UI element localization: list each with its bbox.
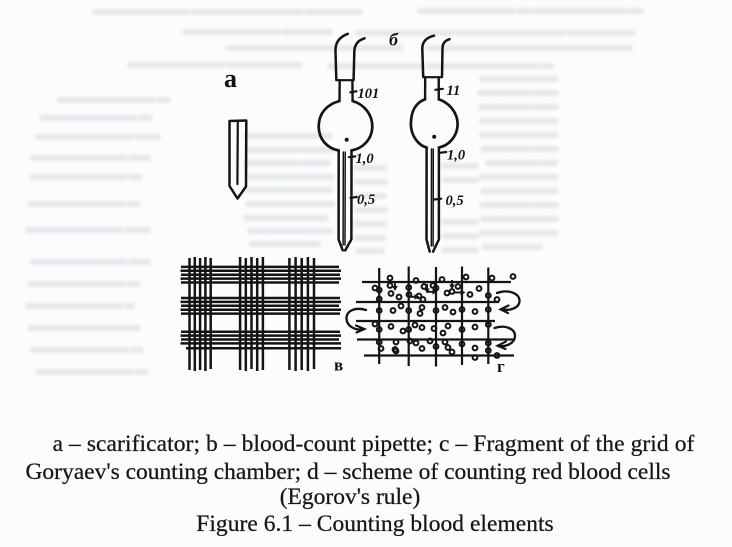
svg-text:1,0: 1,0: [447, 148, 465, 164]
svg-text:в: в: [334, 356, 343, 375]
svg-text:101: 101: [358, 86, 380, 102]
svg-text:a: a: [224, 64, 237, 93]
svg-text:0,5: 0,5: [446, 193, 464, 209]
svg-text:г: г: [497, 357, 505, 376]
svg-text:б: б: [389, 30, 399, 50]
svg-text:0,5: 0,5: [357, 192, 375, 208]
svg-text:11: 11: [447, 83, 461, 99]
svg-text:1,0: 1,0: [356, 151, 374, 167]
